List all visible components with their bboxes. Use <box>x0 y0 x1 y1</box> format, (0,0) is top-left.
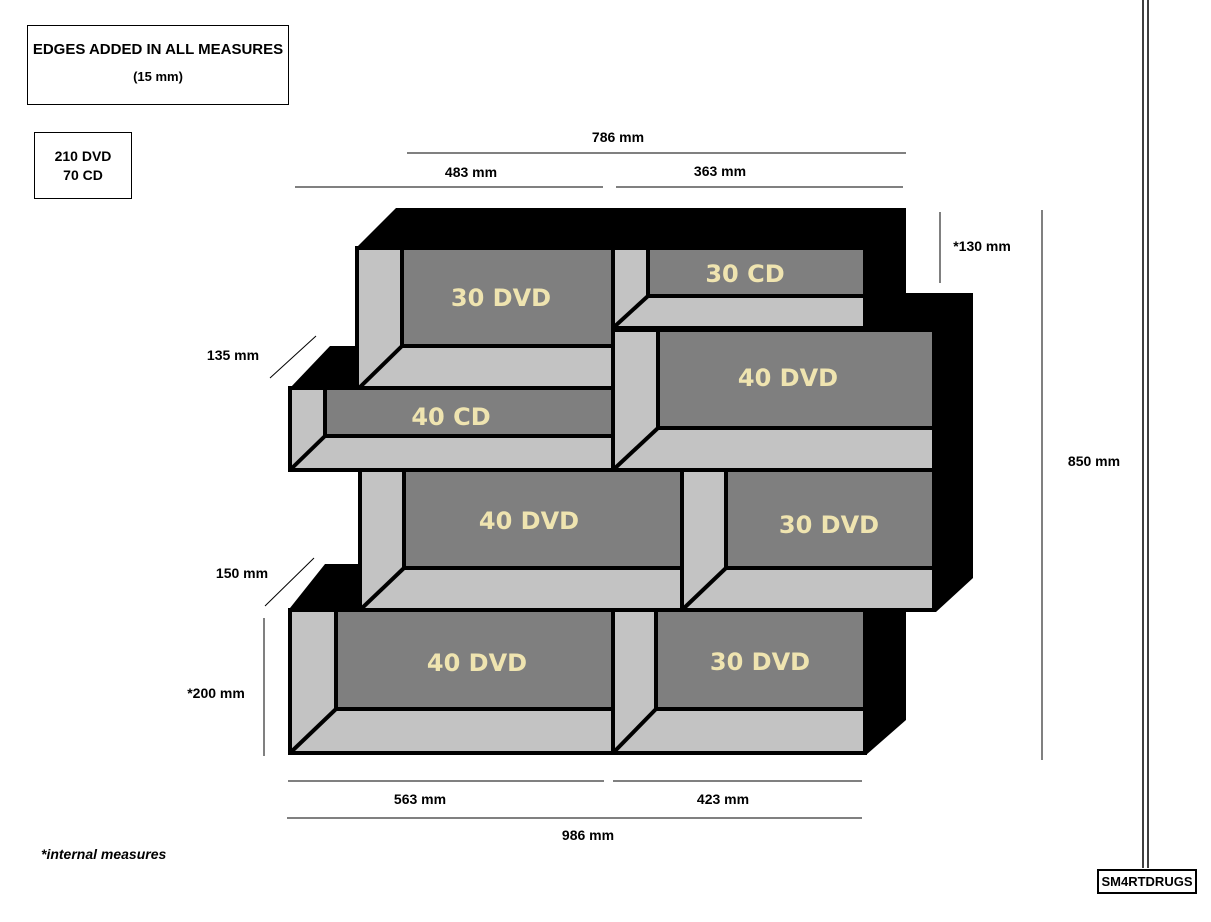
signature-text: SM4RTDRUGS <box>1101 874 1193 889</box>
dim-left-height: *200 mm <box>187 685 245 701</box>
dim-top-total: 786 mm <box>592 129 644 145</box>
dim-top-left: 483 mm <box>445 164 497 180</box>
compartment-5 <box>358 468 684 612</box>
compartment-label-3: 40 CD <box>411 403 490 431</box>
dimension-lines <box>263 152 1043 819</box>
compartment-label-4: 40 DVD <box>738 364 838 392</box>
compartment-8 <box>611 608 867 755</box>
edges-note-title: EDGES ADDED IN ALL MEASURES <box>32 41 284 58</box>
edges-note-subtitle: (15 mm) <box>133 69 183 84</box>
compartment-7 <box>288 608 615 755</box>
compartment-label-1: 30 DVD <box>451 284 551 312</box>
compartment-6 <box>680 468 936 612</box>
dim-left-depth-lower: 150 mm <box>216 565 268 581</box>
compartment-2 <box>611 246 867 330</box>
shelf-depth-silhouette <box>290 208 973 755</box>
compartment-label-8: 30 DVD <box>710 648 810 676</box>
compartment-label-6: 30 DVD <box>779 511 879 539</box>
compartment-label-5: 40 DVD <box>479 507 579 535</box>
capacity-dvd: 210 DVD <box>54 148 112 164</box>
edges-note-box: EDGES ADDED IN ALL MEASURES (15 mm) <box>27 25 289 105</box>
internal-measures-footnote: *internal measures <box>41 846 167 862</box>
compartment-label-7: 40 DVD <box>427 649 527 677</box>
dim-top-right: 363 mm <box>694 163 746 179</box>
dim-bottom-left: 563 mm <box>394 791 446 807</box>
signature-box: SM4RTDRUGS <box>1097 869 1197 894</box>
compartment-1 <box>355 246 615 392</box>
dim-bottom-right: 423 mm <box>697 791 749 807</box>
dim-right-top-depth: *130 mm <box>953 238 1011 254</box>
dim-bottom-total: 986 mm <box>562 827 614 843</box>
compartment-label-2: 30 CD <box>705 260 784 288</box>
dim-right-height: 850 mm <box>1068 453 1120 469</box>
compartment-4 <box>611 328 936 472</box>
dim-left-depth-upper: 135 mm <box>207 347 259 363</box>
capacity-box: 210 DVD 70 CD <box>34 132 132 199</box>
capacity-cd: 70 CD <box>63 167 103 183</box>
